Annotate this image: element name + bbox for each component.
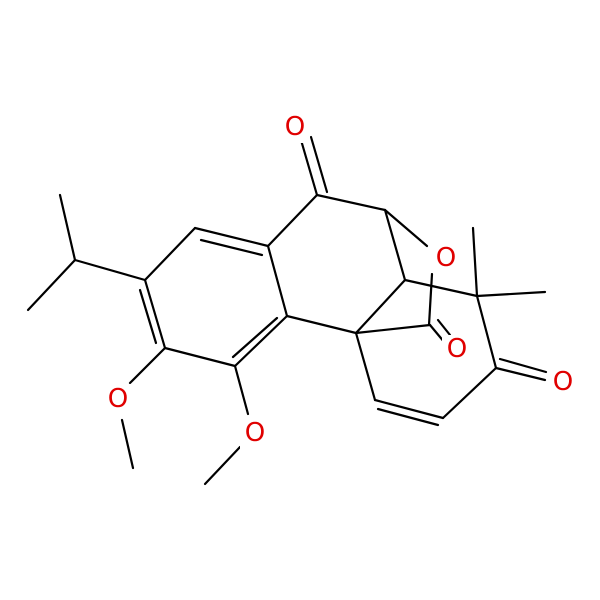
bond: [128, 346, 167, 385]
bond: [436, 318, 452, 337]
bond: [403, 278, 479, 298]
bond: [26, 258, 77, 312]
label-background: [548, 368, 578, 398]
bond: [143, 226, 197, 282]
bond: [383, 208, 407, 282]
bond: [475, 294, 498, 370]
label-background: [240, 419, 270, 449]
atom-labels: O O O O O O: [103, 112, 578, 449]
bond: [354, 278, 407, 335]
bond: [193, 226, 270, 248]
oxygen-atom-methoxy-b: O: [245, 418, 265, 448]
bond: [427, 272, 434, 327]
bond: [138, 288, 158, 345]
bond: [354, 323, 432, 335]
bond: [163, 346, 237, 368]
bond: [494, 366, 547, 382]
oxygen-atom-bridge: O: [436, 243, 456, 273]
bonds: [26, 135, 548, 486]
bond: [373, 398, 445, 420]
bond: [441, 366, 498, 420]
bond: [309, 135, 329, 194]
bond: [285, 314, 358, 335]
bond: [203, 445, 242, 486]
bond: [299, 138, 319, 197]
oxygen-atom-lactone: O: [447, 334, 467, 364]
bond: [58, 193, 77, 262]
label-background: [442, 335, 472, 365]
bond: [266, 193, 319, 248]
bond: [143, 278, 167, 350]
bond: [383, 208, 429, 248]
bond: [233, 314, 289, 368]
label-background: [431, 243, 461, 273]
bond: [475, 290, 547, 298]
bond: [315, 193, 387, 212]
label-background: [103, 384, 133, 414]
bond: [376, 407, 440, 427]
oxygen-atom-carbonyl-top: O: [285, 112, 305, 142]
bond: [231, 316, 279, 359]
bond: [354, 331, 377, 402]
bond: [266, 244, 289, 318]
bond: [199, 238, 264, 257]
bond: [73, 258, 147, 282]
oxygen-atom-ketone-right: O: [553, 367, 573, 397]
bond: [233, 364, 250, 416]
bond: [498, 357, 548, 374]
oxygen-atom-methoxy-a: O: [108, 384, 128, 414]
label-background: [280, 113, 310, 143]
bond: [471, 226, 479, 298]
bond: [120, 418, 135, 470]
